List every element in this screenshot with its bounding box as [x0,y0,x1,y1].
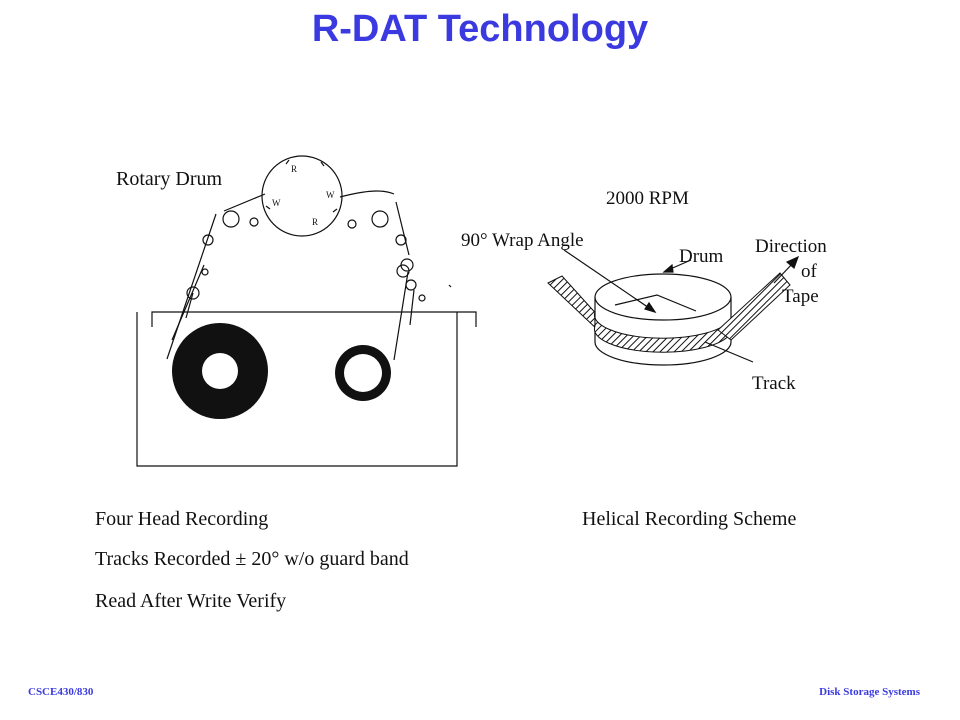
direction-label-line1: Direction [755,236,827,257]
right-caption: Helical Recording Scheme [582,508,797,530]
head-label-w2: W [272,198,281,208]
cassette-mechanism [136,155,477,467]
track-label: Track [752,373,796,394]
rpm-label: 2000 RPM [606,188,689,209]
footer-course: CSCE430/830 [28,686,94,698]
page-title: R-DAT Technology [311,8,649,50]
head-label-w1: W [326,190,335,200]
head-label-r1: R [291,164,298,174]
rotary-drum-label: Rotary Drum [116,168,223,190]
head-label-r2: R [312,217,319,227]
tape-band-left [547,275,601,334]
wrap-angle-label: 90° Wrap Angle [461,230,584,251]
cassette-body [151,311,477,327]
footer-topic: Disk Storage Systems [819,686,920,698]
bullet-guard-band: Tracks Recorded ± 20° w/o guard band [95,548,409,570]
supply-reel [172,323,268,419]
drum-label: Drum [679,246,724,267]
direction-label-line3: Tape [782,286,819,307]
direction-label-line2: of [801,261,817,282]
left-caption: Four Head Recording [95,508,269,530]
track-pointer [704,341,754,363]
bullet-read-after-write: Read After Write Verify [95,590,287,612]
tape-band-right [717,272,791,341]
takeup-reel [335,345,391,401]
wrap-angle-pointer [563,249,656,313]
